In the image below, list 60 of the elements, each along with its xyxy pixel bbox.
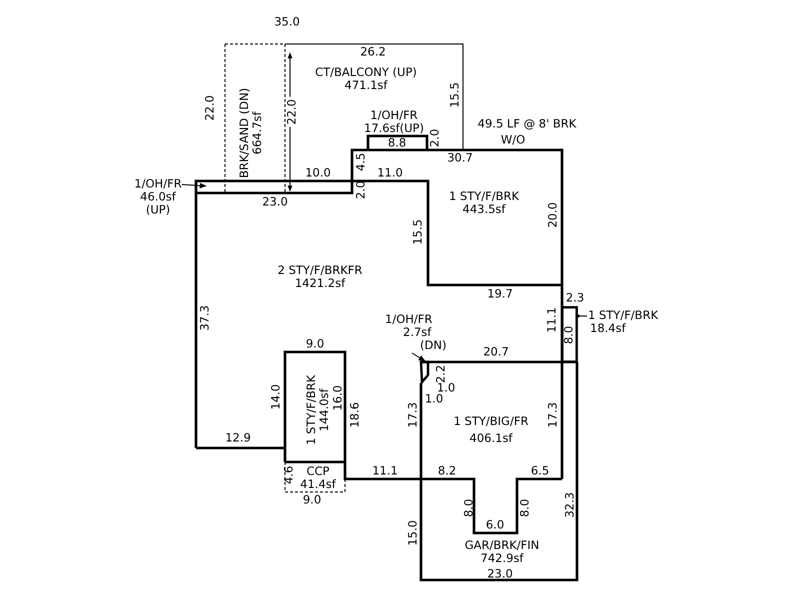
dimension-label: 11.1 bbox=[372, 464, 398, 478]
dimension-label: 15.5 bbox=[448, 82, 462, 108]
dimension-label: 10.0 bbox=[305, 166, 331, 180]
area-label: 1/OH/FR 2.7sf (DN) bbox=[385, 313, 446, 352]
bay-outline bbox=[561, 306, 578, 363]
dimension-label: 20.7 bbox=[483, 346, 509, 358]
dimension-label: 23.0 bbox=[262, 196, 288, 208]
dimension-label: 8.0 bbox=[518, 498, 532, 518]
dimension-label: 2.0 bbox=[428, 128, 442, 148]
area-label: 1 STY/F/BRK 18.4sf bbox=[588, 309, 658, 335]
area-label: 1/OH/FR 17.6sf(UP) bbox=[364, 109, 424, 135]
dimension-label: 19.7 bbox=[487, 288, 513, 300]
dimension-label: 11.1 bbox=[546, 307, 558, 333]
note-text: 49.5 LF @ 8' BRK bbox=[478, 118, 576, 130]
dimension-label: 18.6 bbox=[348, 402, 362, 428]
area-label: GAR/BRK/FIN 742.9sf bbox=[464, 539, 540, 565]
dimension-label: 6.0 bbox=[486, 518, 504, 532]
area-label: 1 STY/F/BRK 144.0sf bbox=[305, 374, 331, 446]
dimension-label: 17.3 bbox=[546, 402, 560, 428]
area-label: CCP 41.4sf bbox=[300, 465, 336, 491]
dimension-label: 2.2 bbox=[434, 364, 448, 384]
leader-line bbox=[576, 314, 588, 318]
dimension-label: 2.3 bbox=[566, 292, 584, 304]
dimension-label: 35.0 bbox=[274, 16, 300, 28]
dimension-label: 4.5 bbox=[354, 152, 368, 172]
dimension-label: 16.0 bbox=[332, 385, 344, 411]
dimension-label: 14.0 bbox=[270, 384, 282, 410]
area-label: CT/BALCONY (UP) 471.1sf bbox=[315, 66, 417, 92]
dimension-label: 22.0 bbox=[204, 95, 216, 121]
dimension-label: 20.0 bbox=[546, 202, 560, 228]
area-label: 1/OH/FR 46.0sf (UP) bbox=[134, 178, 182, 216]
note-text: W/O bbox=[500, 134, 526, 146]
area-label: BRK/SAND (DN) 664.7sf bbox=[238, 88, 264, 178]
dimension-label: 6.5 bbox=[530, 464, 550, 478]
dimension-label: 32.3 bbox=[564, 492, 576, 518]
dimension-label: 8.0 bbox=[562, 326, 576, 344]
dimension-label: 8.2 bbox=[438, 464, 456, 478]
area-label: 2 STY/F/BRKFR 1421.2sf bbox=[278, 264, 362, 290]
dimension-label: 12.9 bbox=[225, 432, 251, 444]
dimension-label: 1.0 bbox=[424, 392, 444, 406]
area-label: 1 STY/BIG/FR 406.1sf bbox=[454, 415, 528, 445]
dimension-label: 1.0 bbox=[436, 382, 456, 394]
area-label: 1 STY/F/BRK 443.5sf bbox=[448, 190, 520, 216]
leader-line bbox=[181, 182, 207, 188]
dimension-label: 15.0 bbox=[406, 520, 420, 546]
dimension-label: 11.0 bbox=[377, 166, 403, 180]
dimension-label: 9.0 bbox=[306, 338, 324, 350]
dimension-label: 23.0 bbox=[487, 568, 513, 580]
dimension-label: 8.0 bbox=[462, 498, 476, 518]
dimension-label: 26.2 bbox=[360, 46, 386, 58]
leader-line bbox=[412, 352, 426, 362]
dimension-label: 17.3 bbox=[406, 402, 420, 428]
dimension-label: 37.3 bbox=[198, 305, 212, 331]
overhang-shape bbox=[420, 361, 429, 383]
dimension-label: 2.0 bbox=[354, 180, 368, 200]
dimension-label: 9.0 bbox=[302, 494, 322, 506]
dimension-label: 8.8 bbox=[388, 136, 406, 150]
dimension-label: 15.5 bbox=[412, 219, 424, 245]
dimension-label: 30.7 bbox=[447, 152, 473, 164]
dimension-label: 22.0 bbox=[286, 97, 298, 127]
